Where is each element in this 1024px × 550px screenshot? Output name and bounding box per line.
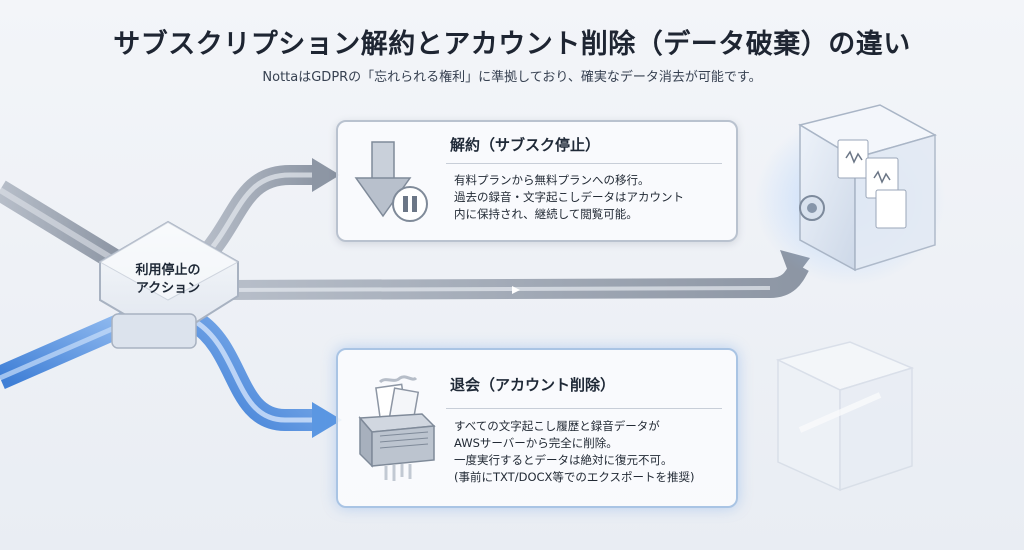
- lower-branch-arrowhead: [312, 402, 342, 438]
- download-pause-icon: [354, 141, 428, 222]
- delete-card-divider: [446, 408, 722, 409]
- secure-vault-icon: [755, 104, 945, 285]
- delete-card-line: 一度実行するとデータは絶対に復元不可。: [454, 453, 673, 467]
- action-hub: [98, 220, 240, 349]
- cancel-card-body: 有料プランから無料プランへの移行。 過去の録音・文字起こしデータはアカウント 内…: [454, 172, 730, 223]
- action-hub-label: 利用停止の アクション: [104, 262, 232, 298]
- page-subtitle: NottaはGDPRの「忘れられる権利」に準拠しており、確実なデータ消去が可能で…: [262, 70, 762, 85]
- upper-branch-flow: [192, 165, 318, 269]
- cancel-card-line: 内に保持され、継続して閲覧可能。: [454, 207, 638, 221]
- shredder-icon: [358, 375, 436, 481]
- hub-line-2: アクション: [135, 281, 201, 296]
- cancel-card-divider: [446, 163, 722, 164]
- page-title: サブスクリプション解約とアカウント削除（データ破棄）の違い: [113, 29, 911, 60]
- upper-branch-arrowhead: [312, 158, 340, 192]
- cancel-subscription-card: 解約（サブスク停止） 有料プランから無料プランへの移行。 過去の録音・文字起こし…: [336, 120, 738, 242]
- delete-card-line: すべての文字起こし履歴と録音データが: [454, 419, 660, 433]
- delete-card-line: AWSサーバーから完全に削除。: [454, 436, 618, 450]
- delete-card-line: (事前にTXT/DOCX等でのエクスポートを推奨): [454, 470, 695, 484]
- delete-account-card: 退会（アカウント削除） すべての文字起こし履歴と録音データが AWSサーバーから…: [336, 348, 738, 508]
- hub-line-1: 利用停止の: [135, 263, 201, 278]
- cancel-card-line: 過去の録音・文字起こしデータはアカウント: [454, 190, 684, 204]
- cancel-card-title: 解約（サブスク停止）: [450, 136, 601, 154]
- delete-card-title: 退会（アカウント削除）: [450, 376, 616, 394]
- cancel-card-line: 有料プランから無料プランへの移行。: [454, 173, 650, 187]
- empty-cube-icon: [775, 341, 915, 492]
- delete-card-body: すべての文字起こし履歴と録音データが AWSサーバーから完全に削除。 一度実行す…: [454, 418, 730, 486]
